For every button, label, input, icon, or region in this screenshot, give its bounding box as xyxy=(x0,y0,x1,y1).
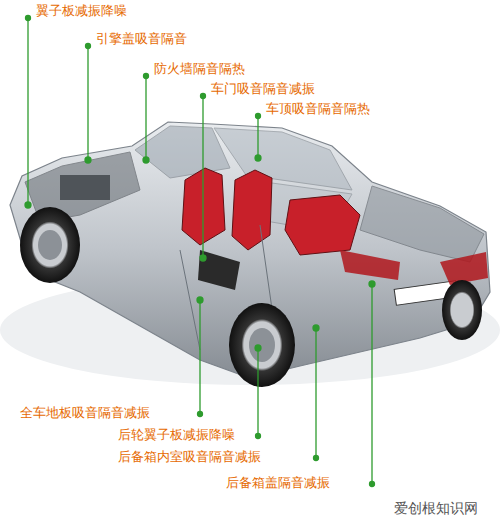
callout-label: 全车地板吸音隔音减振 xyxy=(20,405,150,421)
callout-label: 车门吸音隔音减振 xyxy=(211,81,315,97)
callout-label: 防火墙隔音隔热 xyxy=(154,61,245,77)
watermark: 爱创根知识网 xyxy=(394,500,478,516)
callout-label: 后轮翼子板减振降噪 xyxy=(118,427,235,443)
callout-label: 引擎盖吸音隔音 xyxy=(96,31,187,47)
callout-label: 后备箱盖隔音减振 xyxy=(226,475,330,491)
callout-label: 车顶吸音隔音隔热 xyxy=(266,101,370,117)
callout-label: 后备箱内室吸音隔音减振 xyxy=(118,449,261,465)
callout-label: 翼子板减振降噪 xyxy=(36,3,127,19)
